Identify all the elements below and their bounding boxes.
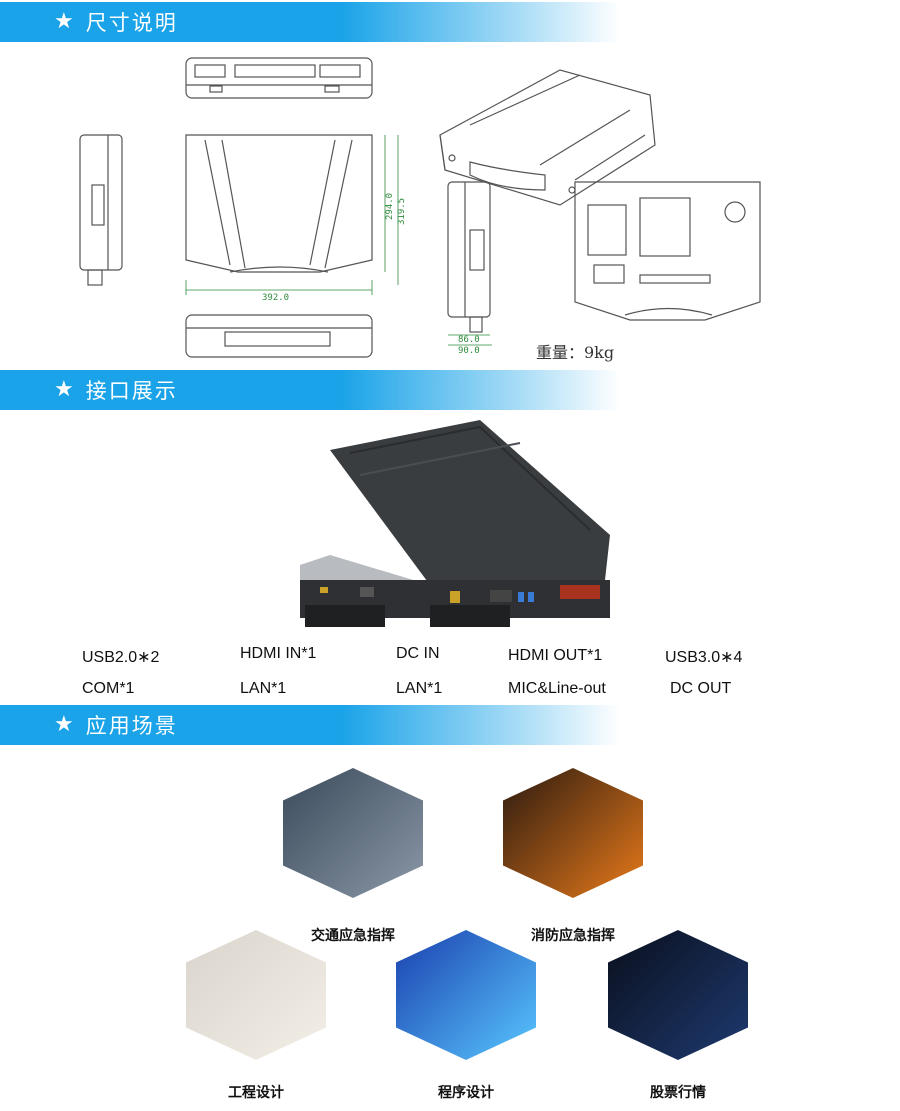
bottom-view-drawing [574, 181, 761, 321]
perspective-drawing [439, 69, 656, 206]
section-title: 应用场景 [85, 714, 178, 738]
front-view-drawing [185, 314, 373, 358]
scenario-label: 程序设计 [438, 1085, 494, 1101]
port-item: LAN*1 [240, 680, 287, 697]
port-item: DC OUT [670, 680, 732, 697]
port-item: COM*1 [82, 680, 135, 697]
dim-height-outer: 90.0 [458, 346, 480, 356]
port-item: HDMI OUT*1 [508, 647, 603, 664]
top-view-drawing [185, 57, 373, 99]
port-item: USB2.0∗2 [82, 649, 160, 666]
side-view-drawing [79, 134, 123, 286]
scenario-image-traffic [283, 768, 423, 898]
laptop-photo [300, 420, 610, 627]
dim-depth-inner: 294.0 [385, 193, 395, 220]
port-item: USB3.0∗4 [665, 649, 743, 666]
dim-width: 392.0 [262, 293, 289, 303]
weight-label: 重量：9kg [536, 343, 615, 362]
star-icon: ★ [54, 9, 74, 34]
section-banner-dimensions: ★ 尺寸说明 [0, 2, 620, 42]
scenario-image-stocks [608, 930, 748, 1060]
section-banner-scenarios: ★ 应用场景 [0, 705, 620, 745]
section-banner-ports: ★ 接口展示 [0, 370, 620, 410]
star-icon: ★ [54, 712, 74, 737]
scenario-image-engineering [186, 930, 326, 1060]
scenario-label: 交通应急指挥 [311, 928, 395, 944]
scenario-label: 股票行情 [650, 1085, 706, 1101]
port-item: HDMI IN*1 [240, 645, 317, 662]
star-icon: ★ [54, 377, 74, 402]
port-item: DC IN [396, 645, 440, 662]
port-item: MIC&Line-out [508, 680, 606, 697]
scenario-label: 消防应急指挥 [531, 928, 615, 944]
scenario-label: 工程设计 [228, 1085, 284, 1101]
section-title: 尺寸说明 [85, 11, 178, 35]
port-item: LAN*1 [396, 680, 443, 697]
plan-view-drawing [185, 134, 373, 273]
dim-height-inner: 86.0 [458, 335, 480, 345]
section-title: 接口展示 [85, 379, 178, 403]
dimension-drawings: 392.0 294.0 319.5 86.0 90.0 [79, 57, 761, 358]
side-view-2-drawing [447, 181, 491, 333]
scenario-image-fire [503, 768, 643, 898]
scenario-image-programming [396, 930, 536, 1060]
dim-depth-outer: 319.5 [397, 198, 407, 225]
